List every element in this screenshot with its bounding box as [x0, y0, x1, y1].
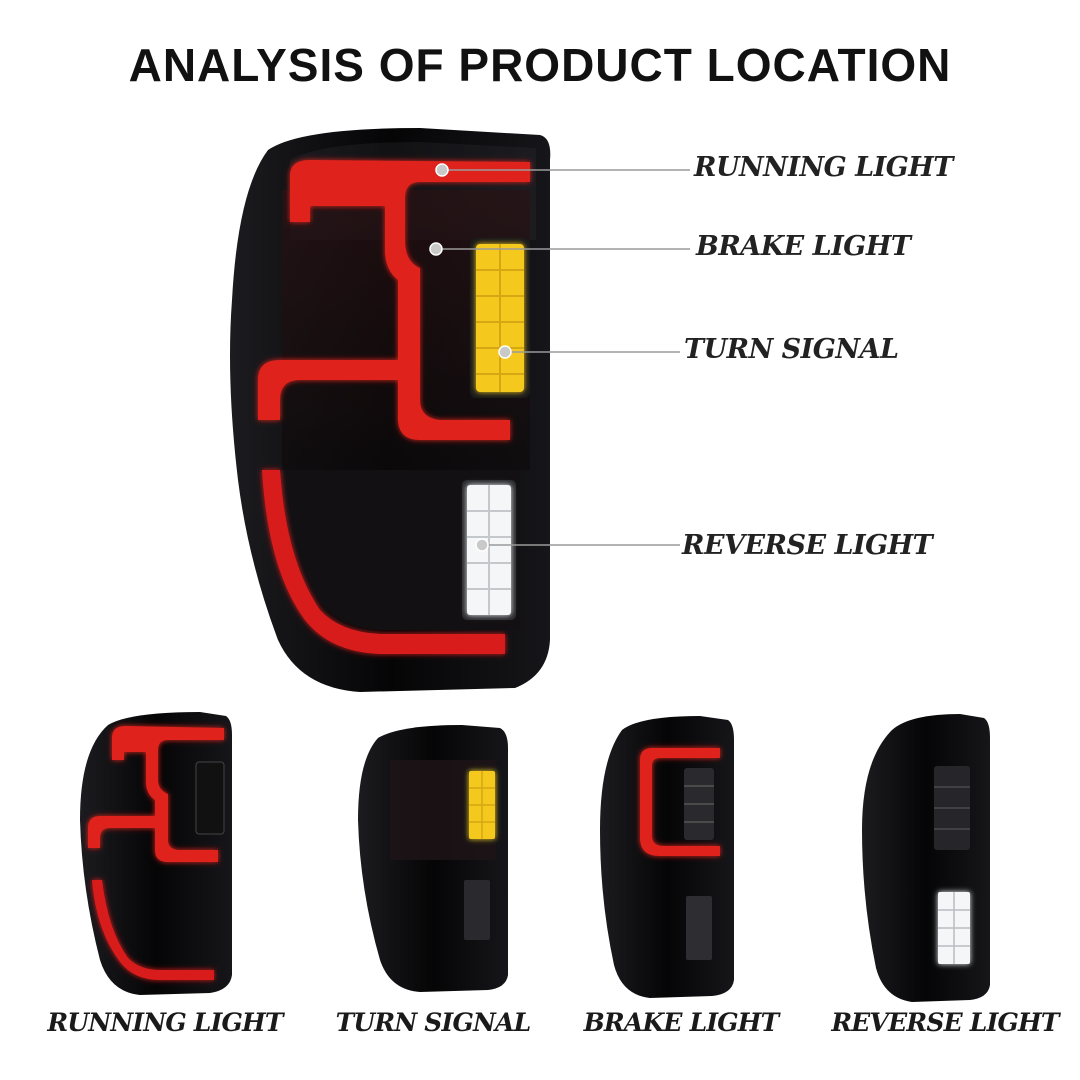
page-title: ANALYSIS OF PRODUCT LOCATION	[128, 39, 952, 91]
callout-dots	[429, 163, 512, 552]
main-running-tube-upper	[258, 160, 530, 440]
callout-label-reverse-light: REVERSE LIGHT	[682, 530, 933, 561]
callout-dot-reverse	[475, 538, 489, 552]
variant-brake-light	[600, 716, 734, 998]
callout-dot-turn	[498, 345, 512, 359]
callout-dot-running	[435, 163, 449, 177]
variant-running-light	[80, 712, 232, 995]
variant-turn-signal	[358, 725, 508, 992]
callout-label-turn-signal: TURN SIGNAL	[684, 334, 899, 365]
main-lower-smoke	[285, 470, 520, 630]
callout-dot-brake	[429, 242, 443, 256]
main-reverse-grid	[467, 485, 511, 615]
callout-label-brake-light: BRAKE LIGHT	[696, 231, 911, 262]
main-turn-signal-grid	[476, 244, 524, 392]
variant-reverse-light	[862, 714, 990, 1002]
callout-label-running-light: RUNNING LIGHT	[694, 152, 953, 183]
variant-label-reverse-light: REVERSE LIGHT	[831, 1008, 1059, 1037]
variant-label-running-light: RUNNING LIGHT	[47, 1008, 283, 1037]
variant-label-turn-signal: TURN SIGNAL	[335, 1008, 532, 1037]
main-running-tube-lower	[262, 470, 505, 654]
variant-label-brake-light: BRAKE LIGHT	[583, 1008, 780, 1037]
main-tail-light	[230, 128, 551, 692]
callout-lines	[436, 169, 690, 546]
